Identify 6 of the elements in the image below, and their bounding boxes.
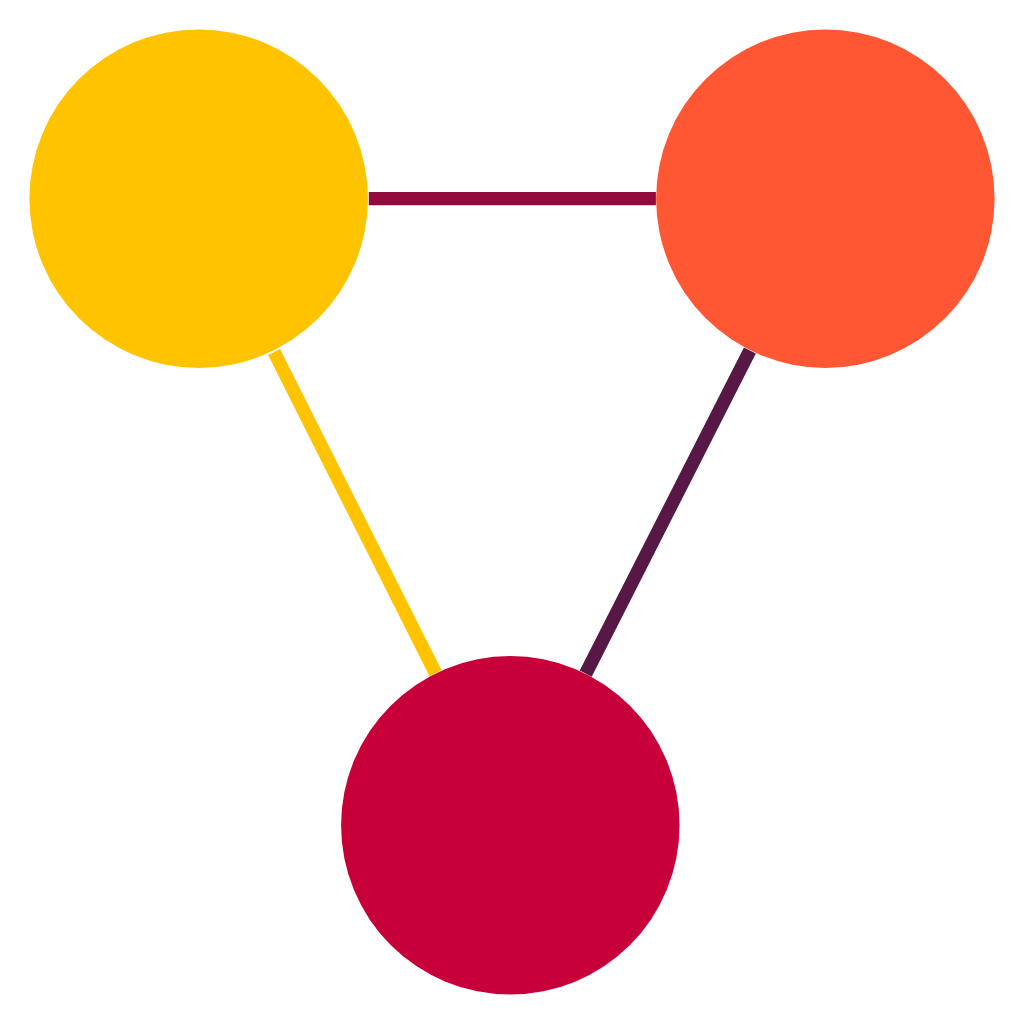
node-circle (656, 29, 995, 368)
node-circle (29, 29, 368, 368)
connector (579, 347, 756, 677)
connector (268, 349, 442, 677)
connector (368, 191, 656, 206)
node-circle (341, 656, 680, 995)
